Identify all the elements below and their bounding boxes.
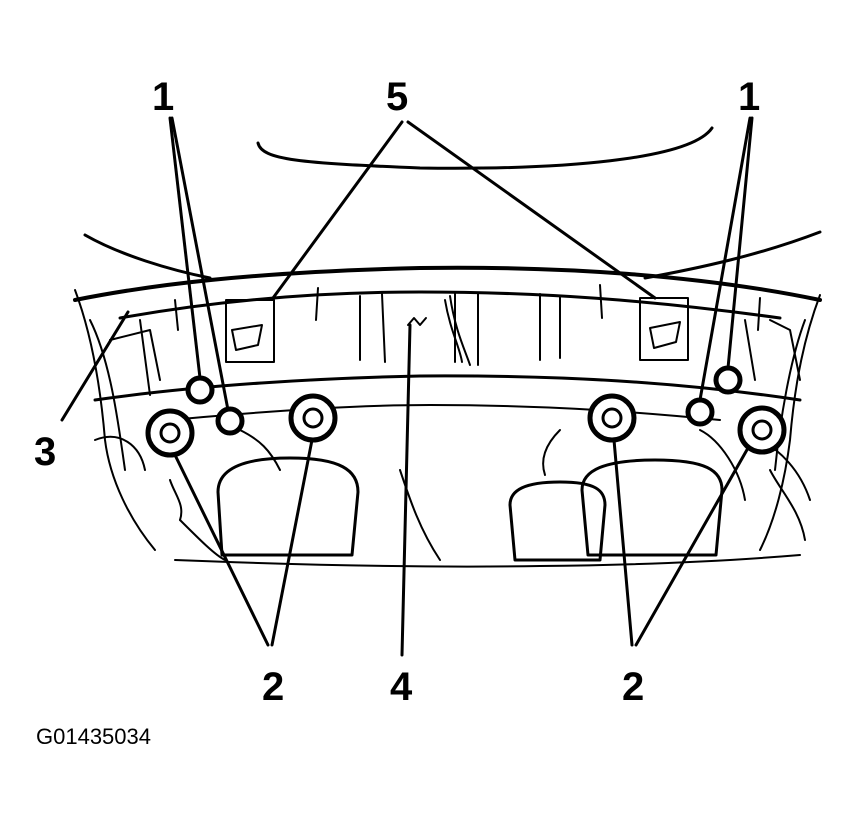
headrests [216,456,724,562]
callout-labels: 1 1 5 3 2 4 2 [34,75,760,709]
components [145,365,787,458]
package-tray-top-edge [73,265,822,302]
headrest-center [508,480,607,562]
headrest-right [580,458,724,557]
speaker-grille-recesses [225,297,689,363]
nut-icon [185,365,743,436]
package-tray-front-edge [118,290,782,320]
vehicle-line-art [73,126,822,568]
callout-1-left: 1 [152,75,174,119]
callout-5: 5 [386,75,408,119]
callout-2-right: 2 [622,665,644,709]
seat-lower [174,429,806,568]
seat-cushion-line [169,404,721,421]
callout-1-right: 1 [738,75,760,119]
callout-4: 4 [390,665,413,709]
rear-window-frame-left [83,233,212,280]
leader-lines [60,116,754,657]
support-rods [174,284,761,331]
callout-2-left: 2 [262,665,284,709]
left-quarter-panel [74,289,183,551]
callout-3: 3 [34,430,56,474]
figure-id: G01435034 [36,724,151,749]
right-quarter-panel [744,294,821,551]
speaker-icon [145,393,787,458]
headliner-curve [256,126,714,170]
tray-slats [359,291,561,366]
tray-center-clip [407,317,427,326]
headrest-left [216,456,360,557]
rear-window-frame-right [643,230,822,280]
